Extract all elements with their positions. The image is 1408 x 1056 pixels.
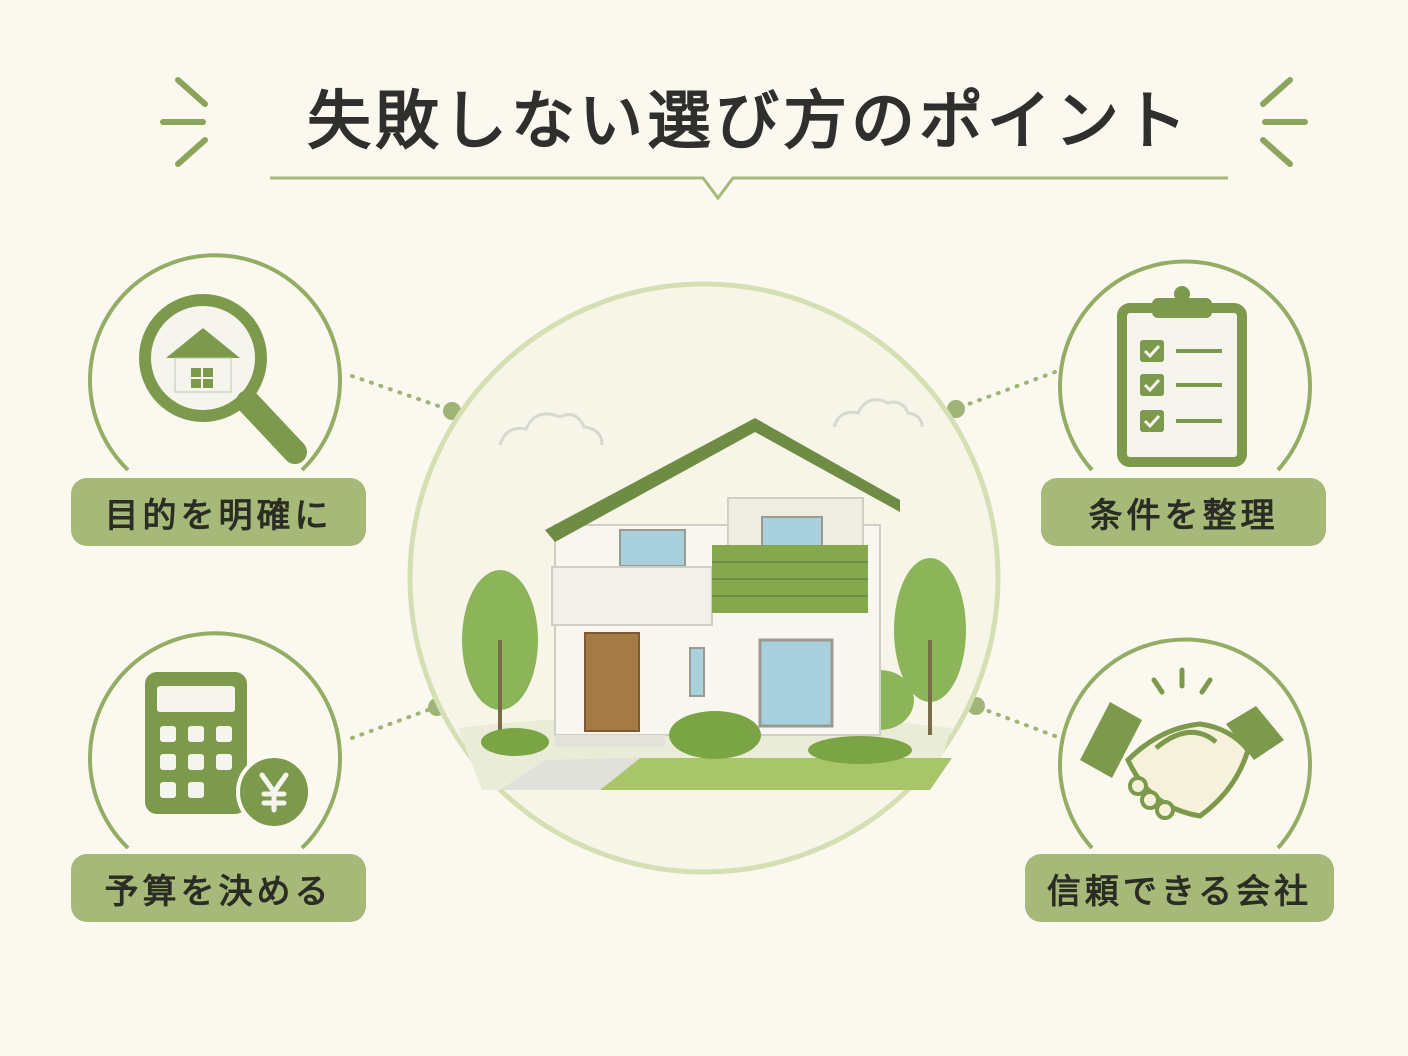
- title-underline: [270, 176, 1228, 201]
- title-sparkle-left: [160, 77, 208, 167]
- point-label-3: 予算を決める: [71, 854, 366, 922]
- yen-icon: [259, 772, 289, 813]
- connectors: [350, 370, 1057, 740]
- point-label-1: 目的を明確に: [71, 478, 366, 546]
- calculator-yen-icon: [145, 672, 312, 830]
- point-label-2: 条件を整理: [1041, 478, 1326, 546]
- point-circle-1: [88, 253, 342, 472]
- cloud-icon: [498, 412, 604, 446]
- house-search-icon: [139, 294, 307, 464]
- point-circle-2: [1058, 259, 1312, 472]
- point-label-4: 信頼できる会社: [1025, 854, 1334, 922]
- point-circle-4: [1058, 637, 1312, 850]
- house-illustration: [458, 398, 966, 790]
- clipboard-checklist-icon: [1117, 286, 1247, 467]
- title-sparkle-right: [1260, 77, 1308, 167]
- handshake-icon: [1080, 667, 1284, 820]
- point-circle-3: [88, 631, 342, 850]
- page-title: 失敗しない選び方のポイント: [307, 85, 1191, 159]
- cloud-icon: [832, 398, 924, 428]
